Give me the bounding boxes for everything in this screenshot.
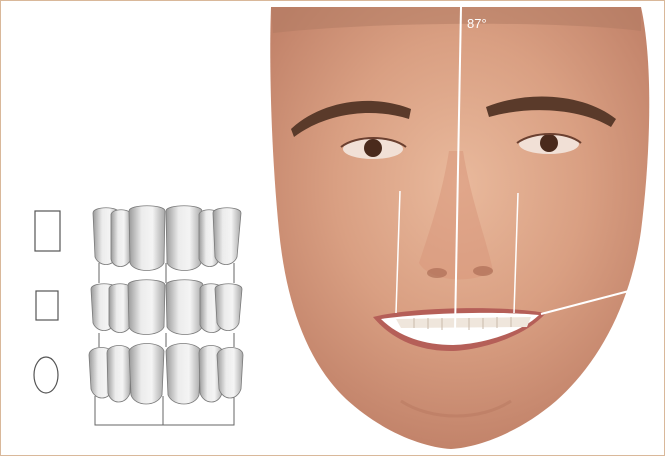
dental-arch-diagrams [89,206,243,425]
tooth-shape-outlines [34,211,60,393]
oval-tooth-row [89,344,243,405]
rectangular-shape-icon [35,211,60,251]
midline-angle-label: 87° [467,16,487,31]
square-shape-icon [36,291,58,320]
square-tooth-row [91,280,242,335]
rectangular-tooth-row [93,206,241,271]
oval-shape-icon [34,357,58,393]
